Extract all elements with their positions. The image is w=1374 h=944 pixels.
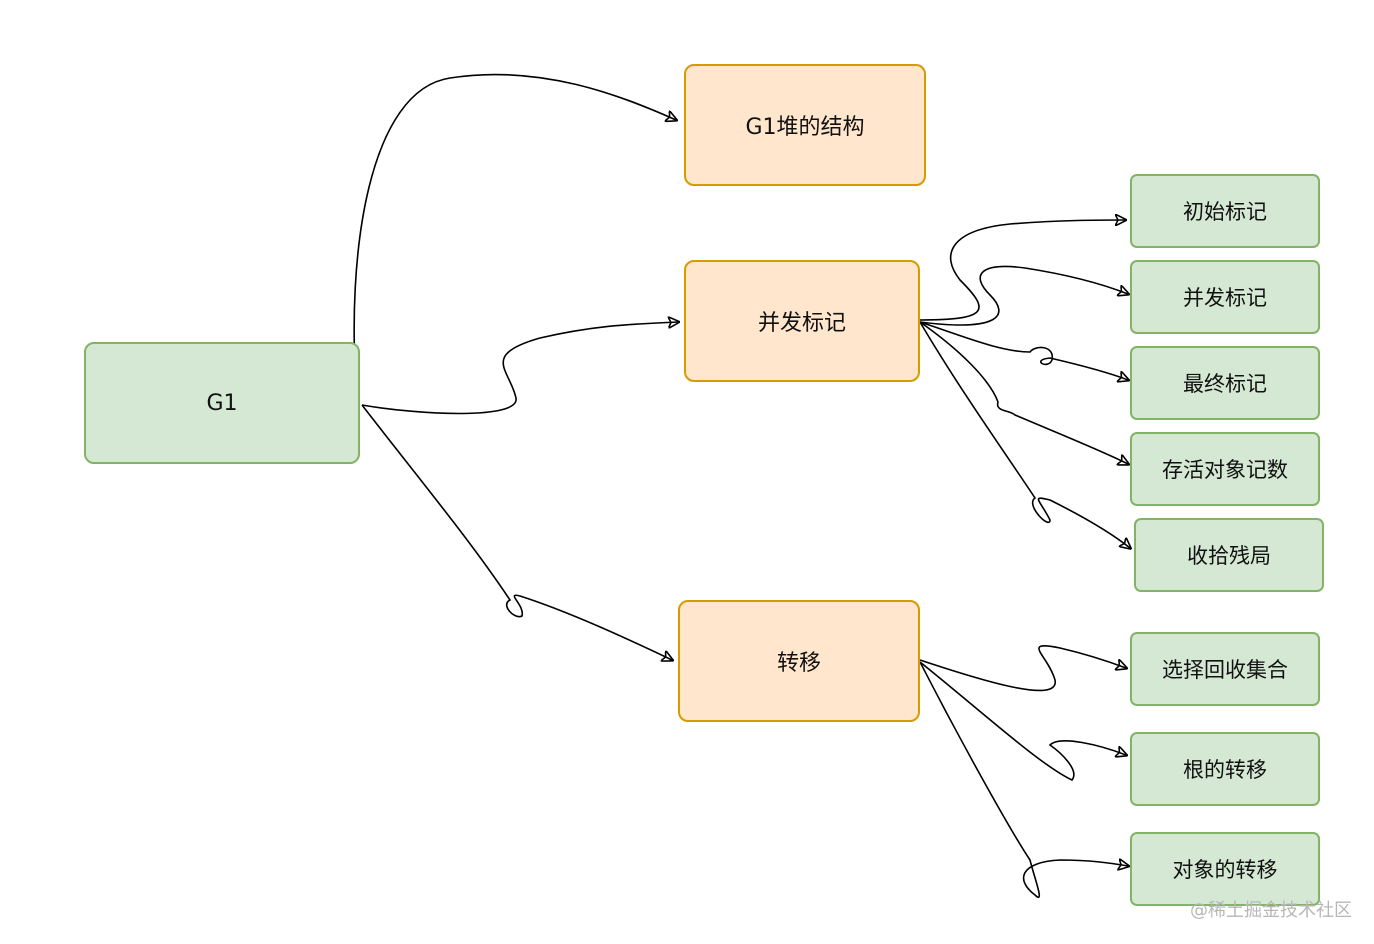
- node-marking-step-3-label: 最终标记: [1183, 372, 1267, 396]
- node-concurrent-marking-label: 并发标记: [757, 311, 846, 336]
- edge-marking-step-3: [919, 321, 1128, 380]
- node-heap-structure-label: G1堆的结构: [745, 115, 865, 140]
- node-marking-step-1-label: 初始标记: [1183, 200, 1267, 224]
- node-evac-step-3-label: 对象的转移: [1172, 858, 1278, 882]
- edge-evac-step-1: [919, 645, 1126, 692]
- node-marking-step-1[interactable]: 初始标记: [1130, 174, 1320, 248]
- node-heap-structure[interactable]: G1堆的结构: [684, 64, 926, 186]
- node-concurrent-marking[interactable]: 并发标记: [684, 260, 920, 382]
- node-marking-step-4-label: 存活对象记数: [1162, 458, 1288, 482]
- edge-marking-step-2: [919, 265, 1128, 326]
- node-evac-step-2-label: 根的转移: [1183, 758, 1267, 782]
- edge-g1-evacuation: [361, 404, 672, 660]
- edge-evac-step-2: [919, 661, 1126, 781]
- node-evacuation[interactable]: 转移: [678, 600, 920, 722]
- node-marking-step-2[interactable]: 并发标记: [1130, 260, 1320, 334]
- node-g1-label: G1: [206, 390, 238, 416]
- edge-marking-step-5: [919, 321, 1130, 548]
- watermark: @稀土掘金技术社区: [1190, 900, 1352, 921]
- edge-evac-step-3: [919, 661, 1128, 898]
- node-evac-step-2[interactable]: 根的转移: [1130, 732, 1320, 806]
- edge-g1-heap: [353, 73, 676, 401]
- node-marking-step-5-label: 收拾残局: [1187, 544, 1271, 568]
- edge-marking-step-1: [919, 220, 1125, 321]
- node-marking-step-3[interactable]: 最终标记: [1130, 346, 1320, 420]
- node-evac-step-1[interactable]: 选择回收集合: [1130, 632, 1320, 706]
- node-marking-step-4[interactable]: 存活对象记数: [1130, 432, 1320, 506]
- node-evac-step-1-label: 选择回收集合: [1162, 658, 1288, 682]
- edge-marking-step-4: [919, 321, 1128, 464]
- node-marking-step-2-label: 并发标记: [1183, 286, 1267, 310]
- node-evac-step-3[interactable]: 对象的转移: [1130, 832, 1320, 906]
- node-evacuation-label: 转移: [776, 651, 821, 676]
- edge-g1-marking: [361, 322, 678, 415]
- node-g1[interactable]: G1: [84, 342, 360, 464]
- node-marking-step-5[interactable]: 收拾残局: [1134, 518, 1324, 592]
